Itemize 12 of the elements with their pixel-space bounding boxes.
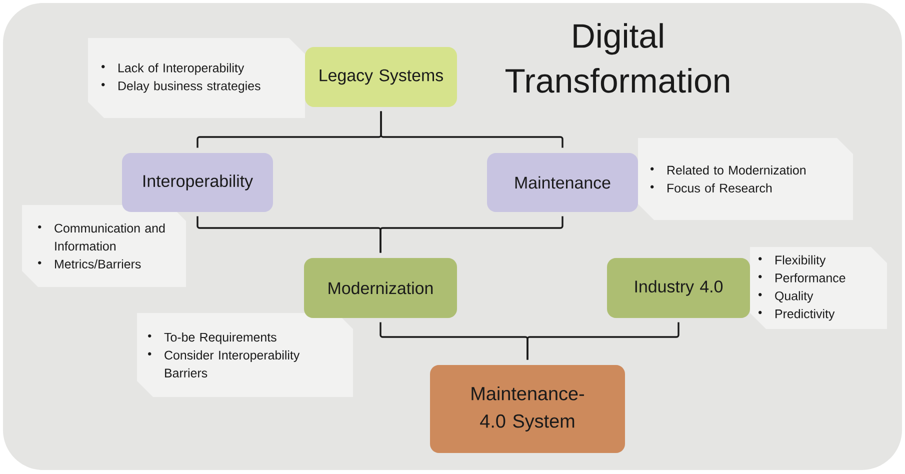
- note-box: Communication and Information Metrics/Barriers: [22, 205, 186, 287]
- note-box: Flexibility Performance Quality Predictivity: [750, 247, 887, 329]
- process-box: Maintenance: [487, 153, 638, 212]
- process-box: Industry 4.0: [607, 258, 750, 318]
- process-box: Maintenance-4.0 System: [430, 365, 625, 453]
- process-box: Legacy Systems: [305, 47, 457, 107]
- note-box: Lack of Interoperability Delay business strategies: [88, 38, 305, 118]
- process-box: Interoperability: [122, 153, 273, 212]
- note-box: To-be Requirements Consider Interoperability Barriers: [137, 313, 353, 397]
- process-box: Modernization: [304, 258, 457, 318]
- title: Digital Transformation: [506, 23, 730, 93]
- note-box: Related to Modernization Focus of Research: [638, 138, 853, 220]
